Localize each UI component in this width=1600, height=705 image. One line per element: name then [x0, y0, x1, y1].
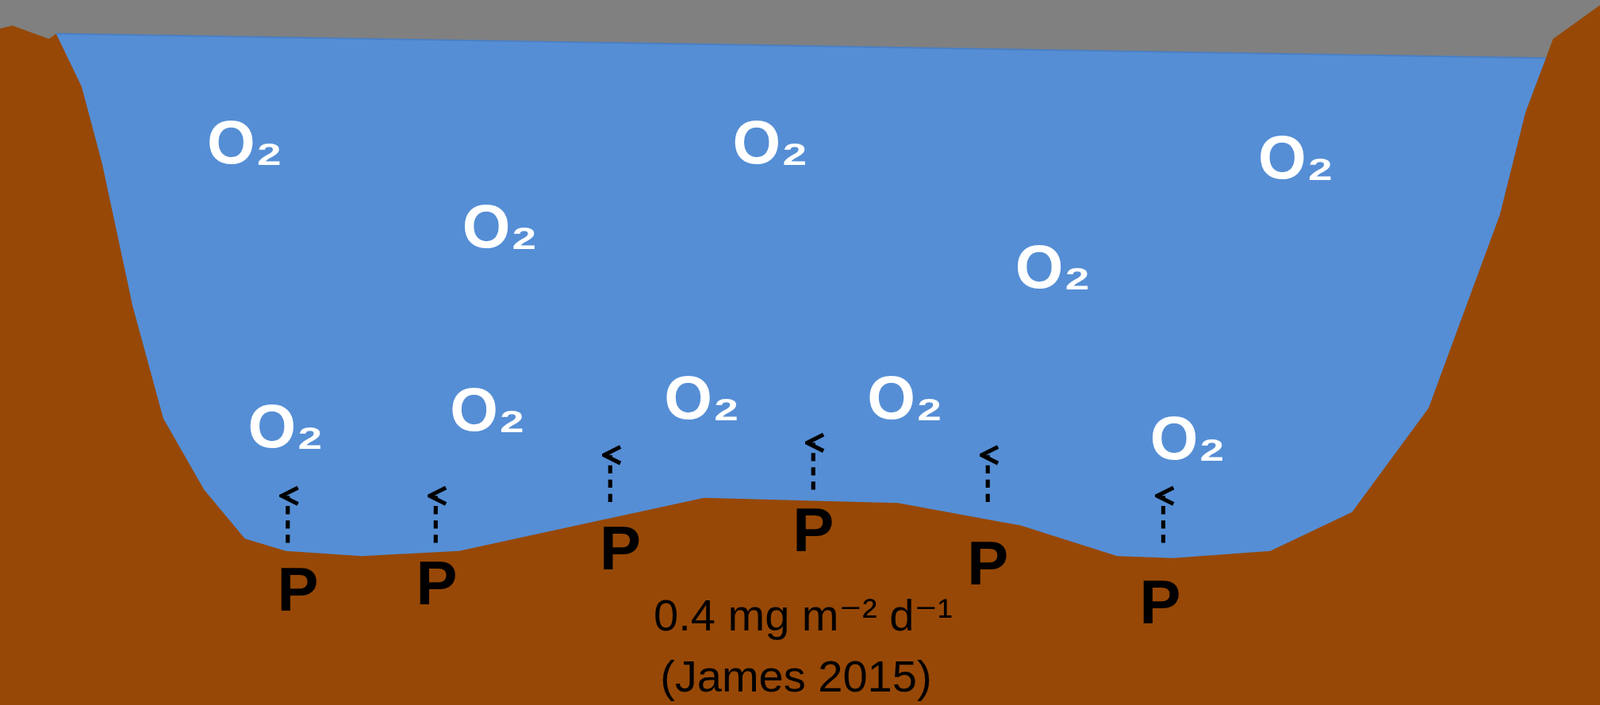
phosphorus-label: P: [277, 556, 319, 625]
phosphorus-label: P: [416, 549, 458, 618]
oxygen-label: O₂: [1015, 233, 1091, 302]
oxygen-label: O₂: [732, 108, 809, 177]
oxygen-label: O₂: [663, 364, 740, 433]
oxygen-label: O₂: [449, 376, 526, 445]
oxygen-label: O₂: [207, 108, 283, 177]
flux-arrow: [433, 495, 438, 543]
oxygen-label: O₂: [867, 364, 943, 433]
flux-arrow: [811, 442, 816, 490]
phosphorus-label: P: [792, 496, 834, 565]
flux-rate: 0.4 mg m⁻² d⁻¹: [653, 590, 953, 641]
phosphorus-label: P: [599, 514, 641, 584]
oxygen-label: O₂: [1150, 404, 1226, 473]
citation: (James 2015): [659, 652, 932, 702]
oxygen-label: O₂: [462, 192, 538, 261]
flux-arrow: [285, 495, 290, 543]
lake-water: [56, 33, 1547, 558]
water-surface: [56, 33, 1547, 58]
oxygen-label: O₂: [1258, 123, 1334, 192]
flux-arrow: [608, 455, 613, 503]
oxygen-label: O₂: [248, 392, 324, 461]
phosphorus-label: P: [966, 529, 1009, 599]
phosphorus-label: P: [1139, 568, 1182, 637]
flux-arrow: [1161, 495, 1166, 543]
flux-arrows: [287, 442, 1164, 543]
flux-arrow: [986, 455, 990, 503]
